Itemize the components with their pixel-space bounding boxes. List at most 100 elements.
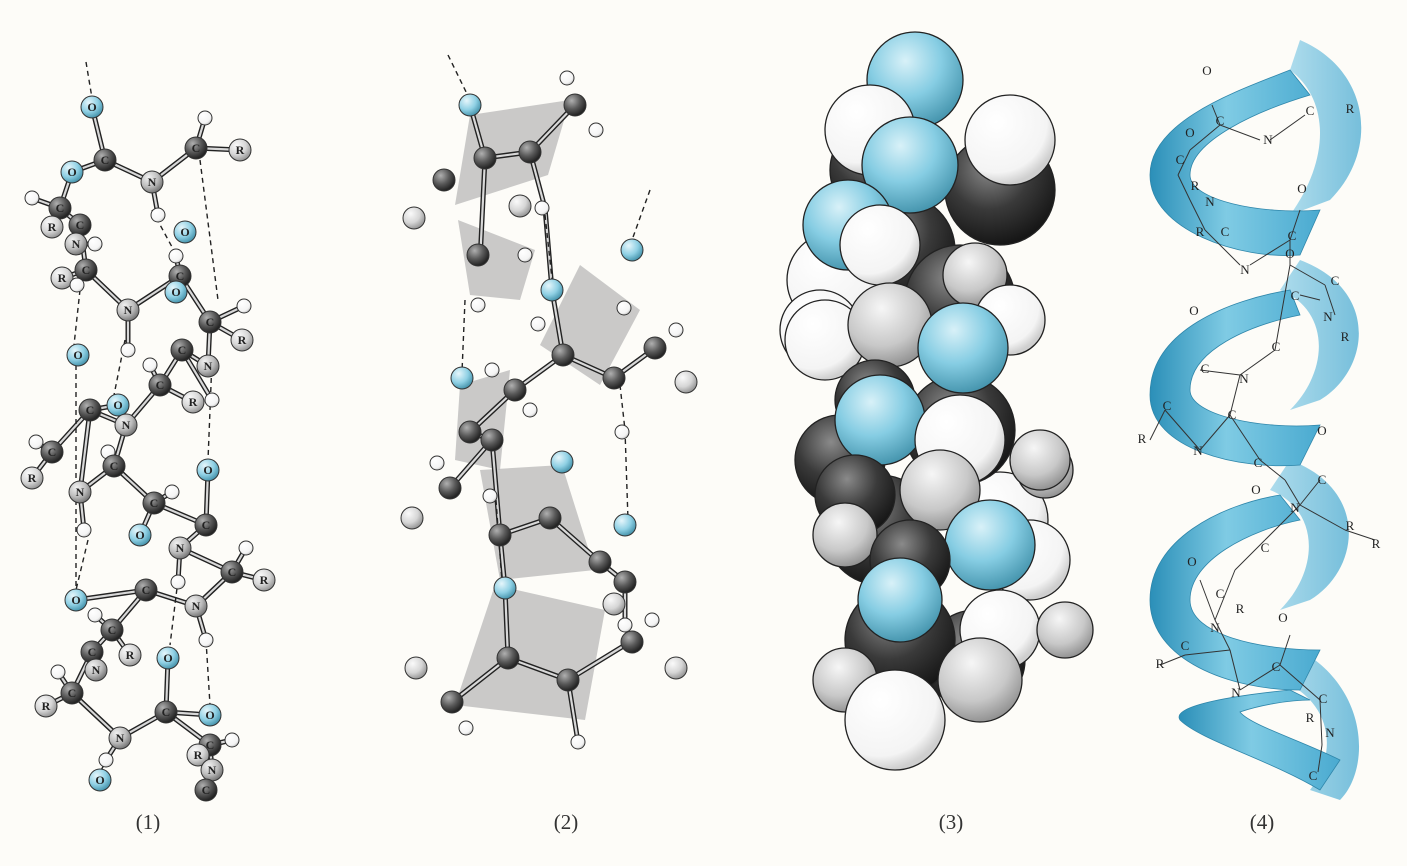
- hydrogen-atom: [236, 298, 252, 314]
- ribbon-back-segment: [1280, 260, 1359, 410]
- residue-atom: [402, 206, 426, 230]
- backbone-bond-line: [1229, 374, 1241, 416]
- oxygen-atom-label: O: [135, 528, 144, 542]
- ribbon-front-segment: [1149, 289, 1321, 467]
- backbone-plane-model: [400, 54, 698, 750]
- nitrogen-atom-label: N: [122, 418, 131, 432]
- carbon-atom-label: C: [176, 269, 185, 283]
- backbone-bond-line: [1319, 699, 1323, 746]
- caption-panel-1: (1): [136, 810, 161, 834]
- nitrogen-atom-label: N: [72, 237, 81, 251]
- nitrogen-atom-label: N: [176, 541, 185, 555]
- hydrogen-atom: [570, 734, 586, 750]
- hydrogen-atom: [470, 297, 486, 313]
- residue-atom: [228, 138, 252, 162]
- hydrogen-atom: [170, 574, 186, 590]
- carbon-atom-label: C: [150, 496, 159, 510]
- backbone-bond-line: [1249, 239, 1291, 266]
- carbon-atom-label: C: [88, 645, 97, 659]
- ribbon-back-segment: [1290, 40, 1362, 215]
- carbon-label: C: [1181, 638, 1190, 653]
- oxygen-atom: [173, 220, 197, 244]
- oxygen-atom: [540, 278, 564, 302]
- carbon-atom: [556, 668, 580, 692]
- oxygen-label: O: [1185, 125, 1194, 140]
- covalent-bond-highlight: [503, 586, 510, 660]
- space-filling-model: [779, 31, 1094, 771]
- backbone-bond-line: [1189, 124, 1221, 151]
- backbone-bond-line: [1229, 414, 1261, 461]
- hydrogen-atom: [668, 322, 684, 338]
- hydrogen-atom: [614, 424, 630, 440]
- hydrogen-atom: [482, 488, 498, 504]
- oxygen-atom-label: O: [180, 225, 189, 239]
- residue-label: R: [1341, 329, 1350, 344]
- nitrogen-atom: [64, 232, 88, 256]
- hydrogen-atom: [150, 207, 166, 223]
- hydrogen-atom: [617, 617, 633, 633]
- backbone-bond-line: [1317, 744, 1323, 773]
- carbon-atom-label: C: [48, 445, 57, 459]
- oxygen-atom: [458, 93, 482, 117]
- hydrogen-bond: [544, 214, 554, 289]
- oxygen-atom-label: O: [203, 463, 212, 477]
- carbon-atom: [220, 560, 244, 584]
- residue-atom: [400, 506, 424, 530]
- hydrogen-atom: [429, 455, 445, 471]
- residue-atom: [50, 266, 74, 290]
- oxygen-sphere: [857, 557, 943, 643]
- residue-atom: [404, 656, 428, 680]
- residue-label: R: [1236, 601, 1245, 616]
- hydrogen-bond: [619, 384, 626, 431]
- oxygen-atom: [156, 646, 180, 670]
- residue-label: R: [1196, 224, 1205, 239]
- carbon-atom: [643, 336, 667, 360]
- oxygen-atom: [64, 588, 88, 612]
- residue-atom: [230, 328, 254, 352]
- oxygen-atom-label: O: [163, 651, 172, 665]
- backbone-bond-line: [1279, 664, 1321, 701]
- carbon-label: C: [1309, 768, 1318, 783]
- ribbon-back-segment: [1270, 460, 1349, 610]
- carbon-atom: [466, 243, 490, 267]
- hydrogen-atom: [616, 300, 632, 316]
- carbon-atom-label: C: [101, 153, 110, 167]
- carbon-atom-label: C: [202, 518, 211, 532]
- hydrogen-atom: [224, 732, 240, 748]
- residue-label: R: [1138, 431, 1147, 446]
- carbon-atom-label: C: [86, 403, 95, 417]
- hydrogen-bond: [447, 54, 471, 101]
- carbon-atom: [170, 338, 194, 362]
- residue-atom-label: R: [194, 748, 203, 762]
- backbone-bond-line: [1199, 369, 1241, 376]
- carbon-label: C: [1216, 113, 1225, 128]
- hydrogen-bond: [73, 289, 81, 346]
- hydrogen-atom: [50, 664, 66, 680]
- carbon-atom: [496, 646, 520, 670]
- hydrogen-atom: [69, 277, 85, 293]
- nitrogen-atom: [116, 298, 140, 322]
- oxygen-atom: [613, 513, 637, 537]
- oxygen-atom-label: O: [67, 165, 76, 179]
- carbon-atom: [551, 343, 575, 367]
- oxygen-atom: [493, 576, 517, 600]
- carbon-atom: [563, 93, 587, 117]
- ribbon-front-segment: [1149, 494, 1321, 691]
- nitrogen-label: N: [1240, 262, 1250, 277]
- hydrogen-atom: [142, 357, 158, 373]
- carbon-atom: [60, 681, 84, 705]
- residue-atom-label: R: [48, 220, 57, 234]
- hydrogen-bond: [624, 429, 629, 521]
- nitrogen-label: N: [1205, 194, 1215, 209]
- oxygen-sphere: [917, 302, 1009, 394]
- nitrogen-label: N: [1290, 500, 1300, 515]
- carbon-label: C: [1216, 586, 1225, 601]
- backbone-bond-line: [1269, 114, 1306, 141]
- carbon-atom: [488, 523, 512, 547]
- oxygen-label: O: [1278, 610, 1287, 625]
- carbon-label: C: [1221, 224, 1230, 239]
- hydrogen-atom: [120, 342, 136, 358]
- ribbon-front-segment: [1178, 689, 1341, 791]
- residue-atom-label: R: [42, 699, 51, 713]
